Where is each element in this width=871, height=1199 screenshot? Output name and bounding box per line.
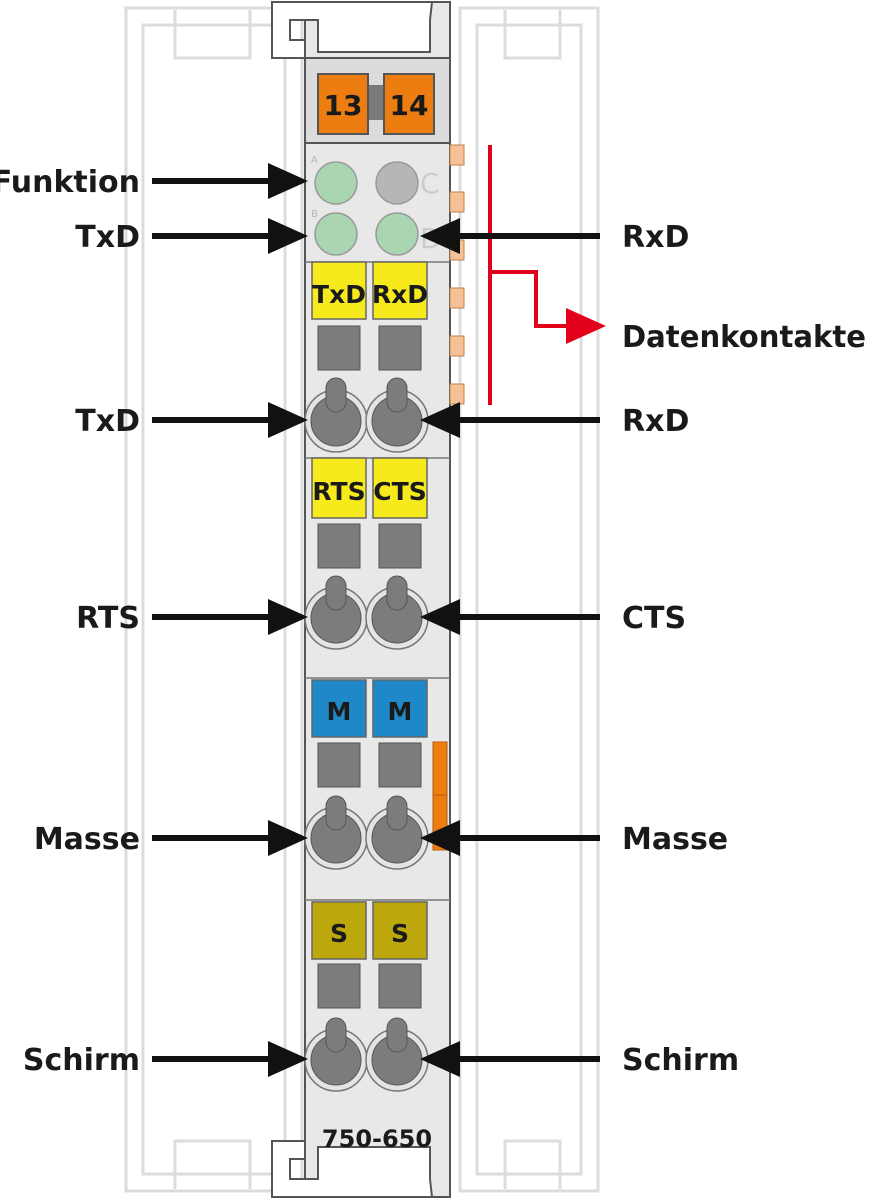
label-led-txd: TxD <box>75 220 140 255</box>
label-terminal-rxd: RxD <box>622 404 689 439</box>
data-contacts-indicator <box>488 145 570 405</box>
label-terminal-masse-left: Masse <box>34 822 140 857</box>
clamp-pair <box>304 795 429 870</box>
push-button <box>378 325 422 371</box>
push-button <box>317 742 361 788</box>
terminal-14 <box>383 73 435 135</box>
clamp-pair <box>304 575 429 650</box>
tag-rxd <box>372 261 428 320</box>
push-button <box>317 325 361 371</box>
led-letter-b: B <box>311 209 318 220</box>
tag-m-right <box>372 679 428 738</box>
led-function <box>314 161 358 205</box>
push-button <box>378 742 422 788</box>
left-arrows <box>152 178 272 1062</box>
tag-m-right-label: M <box>388 697 413 726</box>
tag-s-left-label: S <box>330 919 348 948</box>
label-terminal-schirm-right: Schirm <box>622 1043 739 1078</box>
bottom-latch <box>271 1140 434 1198</box>
tag-cts <box>372 457 428 519</box>
led-rxd <box>375 212 419 256</box>
power-jumper-contact <box>432 741 448 851</box>
led-letter-a: A <box>311 155 318 166</box>
led-letter-c: C <box>420 167 440 200</box>
terminal-13-label: 13 <box>324 89 363 122</box>
tag-txd-label: TxD <box>312 280 366 309</box>
right-arrows <box>456 233 600 1062</box>
tag-rts-label: RTS <box>312 477 365 506</box>
clamp-pair <box>304 377 429 453</box>
push-button <box>317 963 361 1009</box>
label-terminal-masse-right: Masse <box>622 822 728 857</box>
tag-s-right <box>372 901 428 960</box>
push-button <box>378 523 422 569</box>
label-funktion: Funktion <box>0 165 140 200</box>
label-terminal-txd: TxD <box>75 404 140 439</box>
label-datenkontakte: Datenkontakte <box>622 320 866 355</box>
data-contacts <box>449 144 465 405</box>
tag-rts <box>311 457 367 519</box>
led-c <box>375 161 419 205</box>
label-led-rxd: RxD <box>622 220 689 255</box>
led-block: A B C D <box>311 155 442 256</box>
tag-m-left-label: M <box>327 697 352 726</box>
model-number: 750-650 <box>322 1125 432 1153</box>
tag-m-left <box>311 679 367 738</box>
tag-cts-label: CTS <box>373 477 426 506</box>
led-txd <box>314 212 358 256</box>
tag-txd <box>311 261 367 320</box>
red-arrow-icon <box>566 308 606 344</box>
tag-rxd-label: RxD <box>372 280 428 309</box>
clamp-pair <box>304 1017 429 1092</box>
terminal-13 <box>317 73 369 135</box>
push-button <box>317 523 361 569</box>
label-terminal-schirm-left: Schirm <box>23 1043 140 1078</box>
top-latch <box>271 1 434 59</box>
terminal-14-label: 14 <box>390 89 429 122</box>
neighbor-outline <box>124 6 600 1193</box>
tag-s-left <box>311 901 367 960</box>
tag-s-right-label: S <box>391 919 409 948</box>
arrowhead-icon <box>420 218 460 1077</box>
label-terminal-cts: CTS <box>622 601 686 636</box>
arrowhead-icon <box>268 163 308 1077</box>
label-terminal-rts: RTS <box>76 601 140 636</box>
push-button <box>378 963 422 1009</box>
